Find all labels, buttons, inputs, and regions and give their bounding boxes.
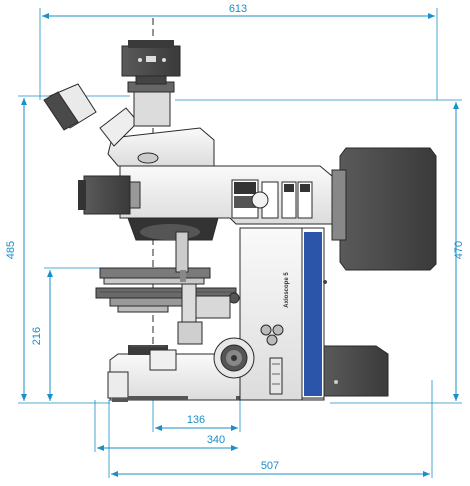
power-supply-box (323, 345, 389, 397)
dim-overall-height: 485 (5, 241, 17, 259)
objective-nosepiece (127, 217, 219, 282)
dim-depth-total: 507 (261, 460, 279, 472)
trinocular-head (43, 81, 215, 167)
microscope-stand: Axioscope 5 (239, 227, 327, 401)
microscope-arm (119, 165, 333, 225)
rear-lamp-housing (331, 147, 437, 271)
dim-depth-short: 136 (187, 414, 205, 426)
camera (121, 40, 181, 85)
left-illuminator (78, 175, 141, 215)
microscope: Axioscope 5 (43, 40, 437, 402)
dimension-labels: 613 485 216 470 136 340 507 (5, 3, 465, 472)
brand-label: Axioscope 5 (284, 272, 290, 308)
condenser-assembly (149, 283, 231, 371)
focus-knob (213, 337, 255, 379)
dim-top-width: 613 (229, 3, 247, 15)
dim-stage-height: 216 (31, 327, 43, 345)
dim-depth-mid: 340 (207, 434, 225, 446)
front-blue-panel (304, 232, 322, 396)
dim-right-height: 470 (453, 241, 465, 259)
microscope-stage (95, 267, 240, 313)
